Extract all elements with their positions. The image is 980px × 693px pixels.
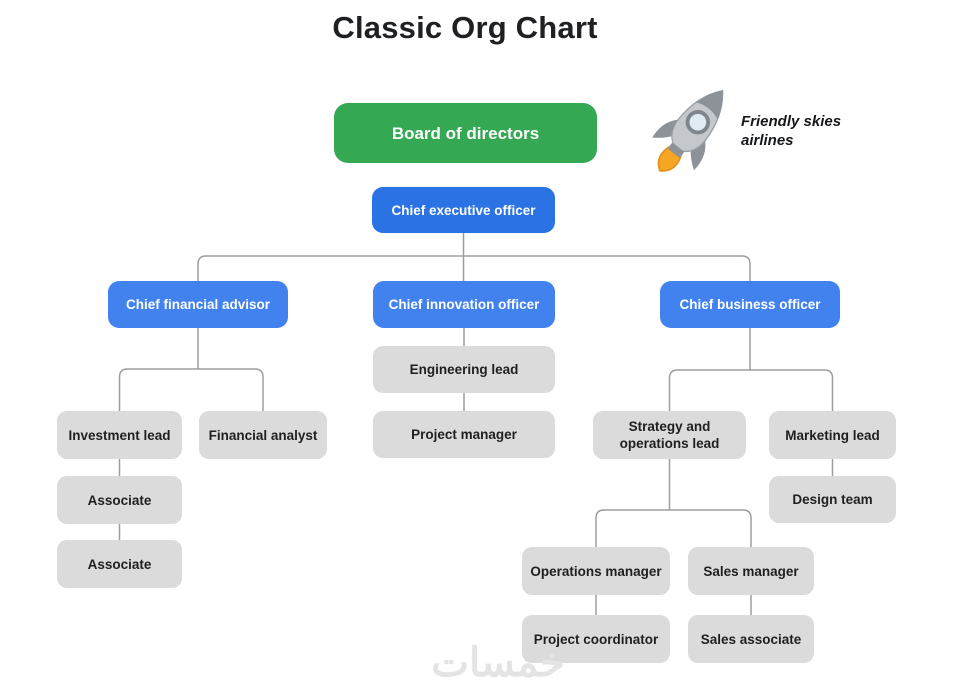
- khamsat-watermark: خمسات: [431, 641, 565, 685]
- org-node-engineering-lead: Engineering lead: [373, 346, 555, 393]
- rocket-icon: [652, 89, 724, 172]
- company-logo: Friendly skies airlines: [645, 78, 855, 183]
- org-node-operations-manager: Operations manager: [522, 547, 670, 595]
- company-name: Friendly skies airlines: [741, 112, 841, 150]
- org-node-chief-business-officer: Chief business officer: [660, 281, 840, 328]
- org-node-design-team: Design team: [769, 476, 896, 523]
- org-node-sales-manager: Sales manager: [688, 547, 814, 595]
- org-node-marketing-lead: Marketing lead: [769, 411, 896, 459]
- org-node-associate-2: Associate: [57, 540, 182, 588]
- org-node-associate-1: Associate: [57, 476, 182, 524]
- org-node-sales-associate: Sales associate: [688, 615, 814, 663]
- org-node-investment-lead: Investment lead: [57, 411, 182, 459]
- org-node-project-coordinator: Project coordinator: [522, 615, 670, 663]
- page-title: Classic Org Chart: [332, 10, 598, 45]
- org-node-chief-innovation-officer: Chief innovation officer: [373, 281, 555, 328]
- org-node-financial-analyst: Financial analyst: [199, 411, 327, 459]
- org-node-strategy-operations-lead: Strategy and operations lead: [593, 411, 746, 459]
- org-node-board-of-directors: Board of directors: [334, 103, 597, 163]
- company-name-line2: airlines: [741, 131, 794, 149]
- org-node-project-manager: Project manager: [373, 411, 555, 458]
- company-name-line1: Friendly skies: [741, 112, 842, 130]
- org-node-chief-financial-advisor: Chief financial advisor: [108, 281, 288, 328]
- org-node-chief-executive-officer: Chief executive officer: [372, 187, 555, 233]
